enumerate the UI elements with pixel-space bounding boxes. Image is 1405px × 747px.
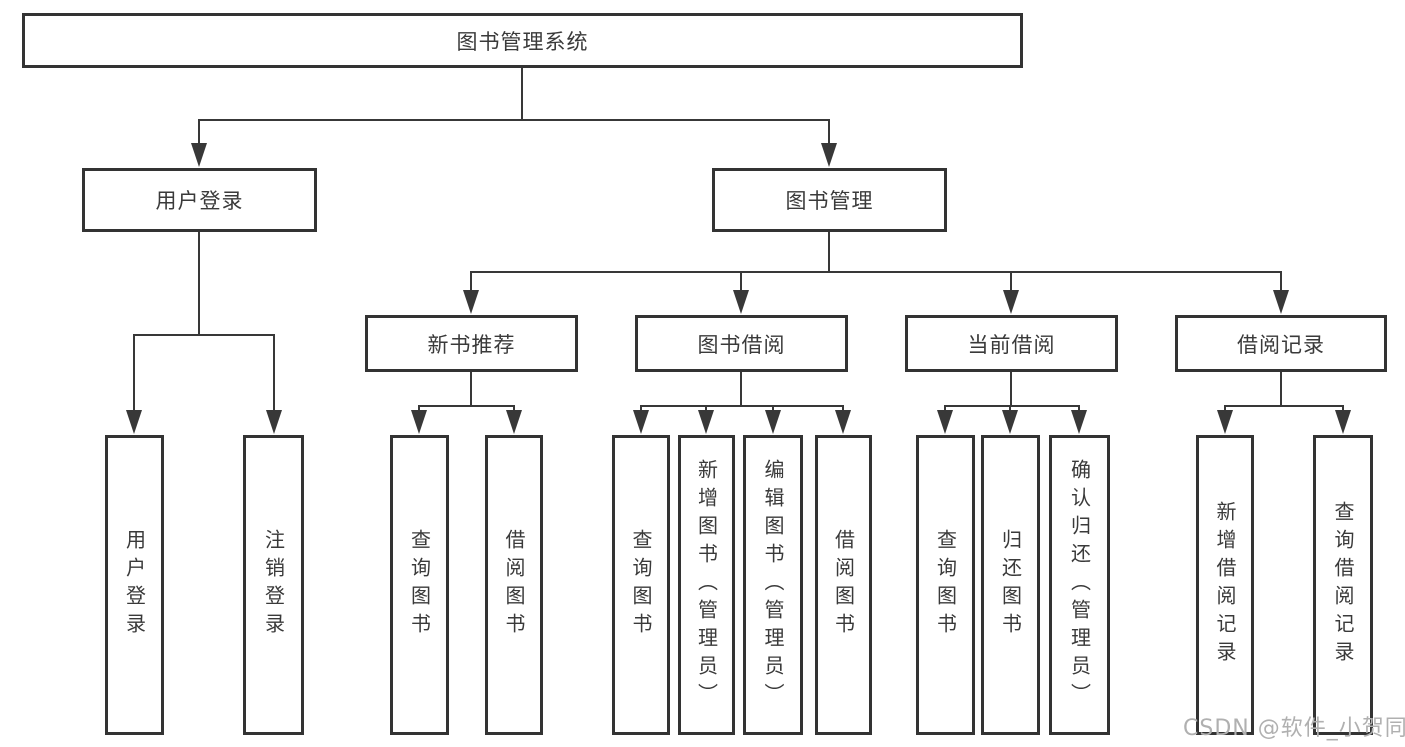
arrow-down-icon <box>1217 410 1233 434</box>
connector-line <box>418 405 515 407</box>
arrow-down-icon <box>506 410 522 434</box>
connector-line <box>842 405 844 413</box>
connector-line <box>1224 405 1343 407</box>
node-new-book-recommendation: 新书推荐 <box>365 315 578 372</box>
connector-line <box>198 119 830 121</box>
arrow-down-icon <box>463 290 479 314</box>
connector-line <box>1280 372 1282 407</box>
node-book-borrowing: 图书借阅 <box>635 315 848 372</box>
arrow-down-icon <box>1273 290 1289 314</box>
leaf-query-books-recommend: 查询图书 <box>390 435 449 735</box>
connector-line <box>418 405 420 413</box>
connector-line <box>1280 271 1282 292</box>
connector-line <box>470 271 1282 273</box>
leaf-borrow-books: 借阅图书 <box>815 435 872 735</box>
connector-line <box>944 405 946 413</box>
arrow-down-icon <box>1071 410 1087 434</box>
arrow-down-icon <box>1335 410 1351 434</box>
connector-line <box>828 232 830 273</box>
leaf-label: 借阅图书 <box>831 529 856 641</box>
leaf-label: 借阅图书 <box>502 529 526 641</box>
connector-line <box>1224 405 1226 413</box>
connector-line <box>944 405 1080 407</box>
connector-line <box>640 405 843 407</box>
connector-line <box>705 405 707 413</box>
leaf-label: 注销登录 <box>261 529 286 641</box>
arrow-down-icon <box>765 410 781 434</box>
leaf-add-books-admin: 新增图书（管理员） <box>678 435 735 735</box>
node-borrowing-records: 借阅记录 <box>1175 315 1387 372</box>
connector-line <box>1078 405 1080 413</box>
leaf-query-borrow-record: 查询借阅记录 <box>1313 435 1373 735</box>
leaf-confirm-return-admin: 确认归还（管理员） <box>1049 435 1110 735</box>
leaf-label: 查询图书 <box>933 529 958 641</box>
connector-line <box>470 271 472 292</box>
leaf-query-books-borrow: 查询图书 <box>612 435 670 735</box>
connector-line <box>1010 372 1012 407</box>
connector-line <box>828 119 830 146</box>
arrow-down-icon <box>698 410 714 434</box>
arrow-down-icon <box>733 290 749 314</box>
connector-line <box>198 232 200 336</box>
leaf-label: 新增借阅记录 <box>1213 501 1237 669</box>
leaf-label: 新增图书（管理员） <box>694 459 719 711</box>
arrow-down-icon <box>191 143 207 167</box>
leaf-label: 查询图书 <box>629 529 653 641</box>
leaf-query-books-current: 查询图书 <box>916 435 975 735</box>
connector-line <box>133 334 135 412</box>
csdn-watermark: CSDN @软件_小贺同学 <box>1183 716 1405 741</box>
connector-line <box>1009 405 1011 413</box>
leaf-label: 确认归还（管理员） <box>1067 459 1092 711</box>
arrow-down-icon <box>633 410 649 434</box>
leaf-label: 查询借阅记录 <box>1331 501 1355 669</box>
leaf-label: 编辑图书（管理员） <box>761 459 785 711</box>
arrow-down-icon <box>266 410 282 434</box>
arrow-down-icon <box>411 410 427 434</box>
leaf-label: 归还图书 <box>998 529 1023 641</box>
leaf-borrow-books-recommend: 借阅图书 <box>485 435 543 735</box>
leaf-label: 查询图书 <box>407 529 432 641</box>
connector-line <box>1342 405 1344 413</box>
connector-line <box>521 68 523 120</box>
leaf-return-books: 归还图书 <box>981 435 1040 735</box>
connector-line <box>740 271 742 292</box>
arrow-down-icon <box>821 143 837 167</box>
leaf-label: 用户登录 <box>122 529 147 641</box>
leaf-logout: 注销登录 <box>243 435 304 735</box>
connector-line <box>740 372 742 407</box>
node-book-management-system: 图书管理系统 <box>22 13 1023 68</box>
node-user-login: 用户登录 <box>82 168 317 232</box>
arrow-down-icon <box>1002 410 1018 434</box>
leaf-user-login: 用户登录 <box>105 435 164 735</box>
connector-line <box>772 405 774 413</box>
connector-line <box>273 334 275 412</box>
connector-line <box>513 405 515 413</box>
arrow-down-icon <box>126 410 142 434</box>
connector-line <box>133 334 275 336</box>
connector-line <box>1010 271 1012 292</box>
node-book-management: 图书管理 <box>712 168 947 232</box>
leaf-edit-books-admin: 编辑图书（管理员） <box>743 435 803 735</box>
connector-line <box>470 372 472 407</box>
arrow-down-icon <box>835 410 851 434</box>
arrow-down-icon <box>937 410 953 434</box>
node-current-borrowing: 当前借阅 <box>905 315 1118 372</box>
leaf-add-borrow-record: 新增借阅记录 <box>1196 435 1254 735</box>
connector-line <box>198 119 200 146</box>
arrow-down-icon <box>1003 290 1019 314</box>
connector-line <box>640 405 642 413</box>
